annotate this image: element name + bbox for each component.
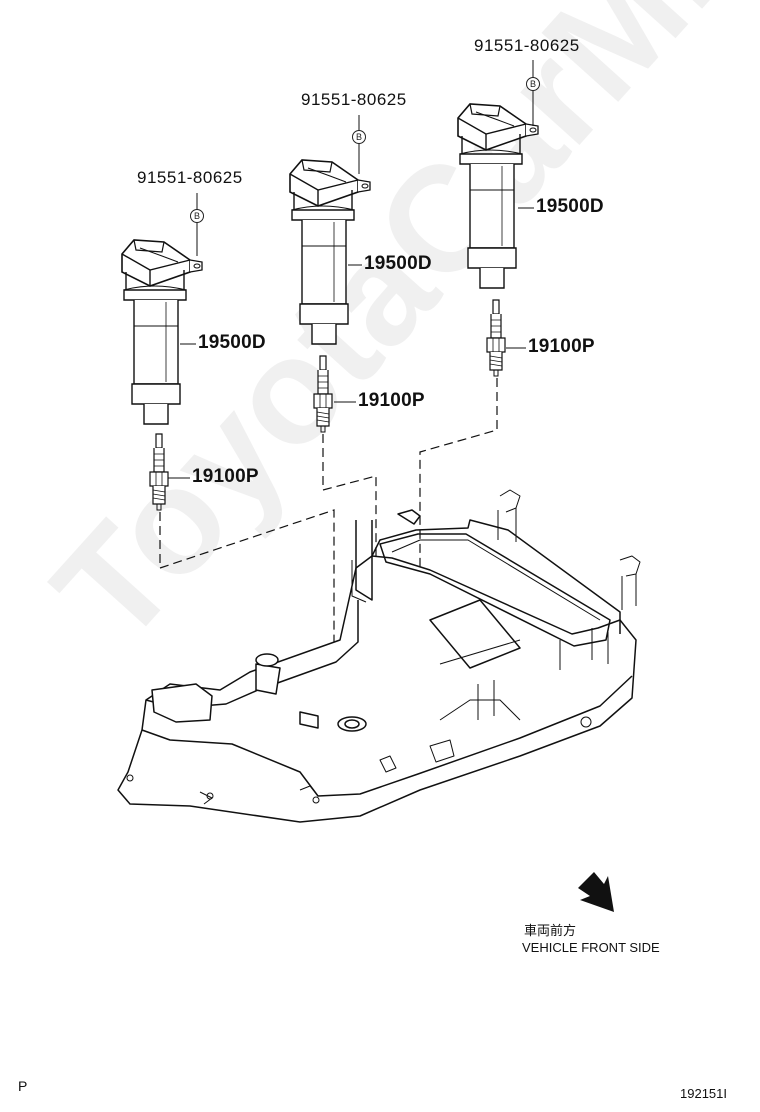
ignition-coil-center	[289, 159, 371, 345]
figure-number: 192151I	[680, 1086, 727, 1101]
spark-plug-right	[486, 299, 506, 377]
ignition-coil-left	[121, 239, 203, 425]
coil-label-center: 19500D	[364, 253, 432, 274]
bolt-marker-right: B	[526, 77, 540, 91]
coil-label-right: 19500D	[536, 196, 604, 217]
direction-japanese: 車両前方	[524, 923, 577, 938]
spark-plug-left	[149, 433, 169, 511]
dashed-guide-lines	[159, 378, 498, 712]
bolt-marker-center: B	[352, 130, 366, 144]
cylinder-head-cover	[117, 489, 641, 823]
bolt-label-left: 91551-80625	[137, 168, 243, 187]
bolt-label-right: 91551-80625	[474, 36, 580, 55]
plug-label-left: 19100P	[192, 466, 259, 487]
arrow-down-right-icon	[578, 872, 614, 912]
plug-label-right: 19100P	[528, 336, 595, 357]
direction-english: VEHICLE FRONT SIDE	[522, 940, 660, 955]
leader-lines	[168, 60, 534, 479]
bolt-label-center: 91551-80625	[301, 90, 407, 109]
plug-label-center: 19100P	[358, 390, 425, 411]
footer-left-code: P	[18, 1078, 28, 1094]
coil-label-left: 19500D	[198, 332, 266, 353]
ignition-coil-right	[457, 103, 539, 289]
bolt-marker-left: B	[190, 209, 204, 223]
spark-plug-center	[313, 355, 333, 433]
